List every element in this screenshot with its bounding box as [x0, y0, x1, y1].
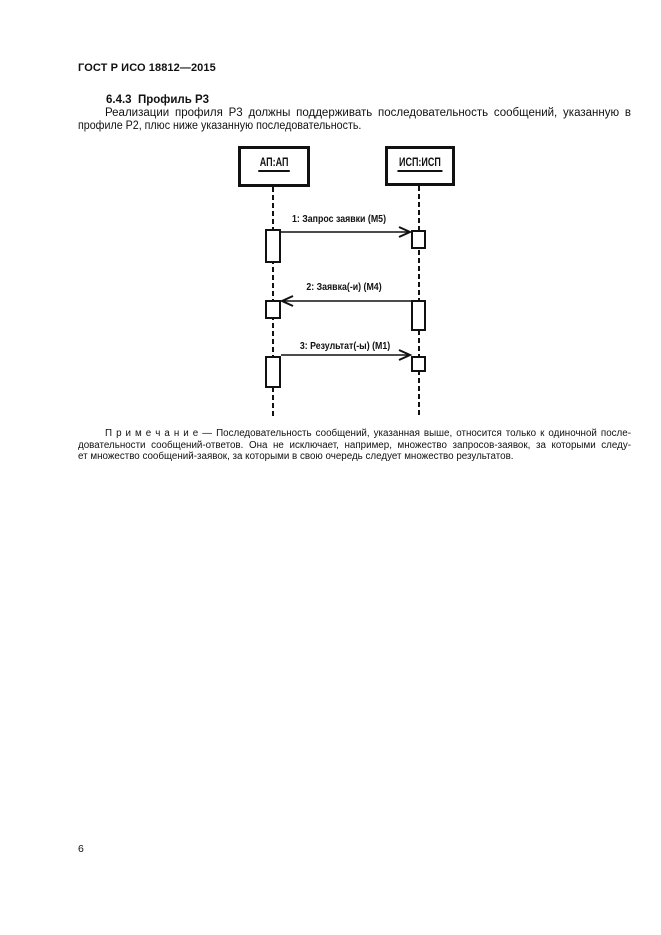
actor-label-ap: АП:АП — [258, 155, 290, 172]
note-line: ет множество сообщений-заявок, за которы… — [78, 451, 514, 463]
activation-bar — [265, 300, 281, 319]
intro-paragraph: Реализации профиля Р3 должны поддерживат… — [78, 107, 631, 133]
section-heading: 6.4.3 Профиль Р3 — [106, 94, 210, 106]
arrowhead-right-icon — [398, 349, 413, 361]
paragraph-line: профиле Р2, плюс ниже указанную последов… — [78, 120, 362, 132]
activation-bar — [411, 356, 426, 372]
activation-bar — [265, 356, 281, 388]
note-paragraph: П р и м е ч а н и е — Последовательность… — [78, 428, 631, 463]
note-line: П р и м е ч а н и е — Последовательность… — [105, 428, 631, 439]
message-label-3: 3: Результат(-ы) (М1) — [299, 340, 391, 352]
actor-box-ap: АП:АП — [238, 146, 310, 187]
message-label-1: 1: Запрос заявки (М5) — [291, 213, 387, 225]
note-line: довательности сообщений-ответов. Она не … — [78, 439, 631, 451]
activation-bar — [411, 300, 426, 331]
activation-bar — [411, 230, 426, 249]
document-title: ГОСТ Р ИСО 18812—2015 — [78, 62, 216, 74]
activation-bar — [265, 229, 281, 263]
message-label-2: 2: Заявка(-и) (М4) — [306, 282, 382, 293]
arrowhead-right-icon — [398, 226, 413, 238]
page-number: 6 — [78, 843, 84, 855]
actor-label-isp: ИСП:ИСП — [397, 155, 443, 172]
arrowhead-left-icon — [279, 295, 294, 307]
actor-box-isp: ИСП:ИСП — [385, 146, 455, 186]
paragraph-line: Реализации профиля Р3 должны поддерживат… — [105, 107, 631, 119]
